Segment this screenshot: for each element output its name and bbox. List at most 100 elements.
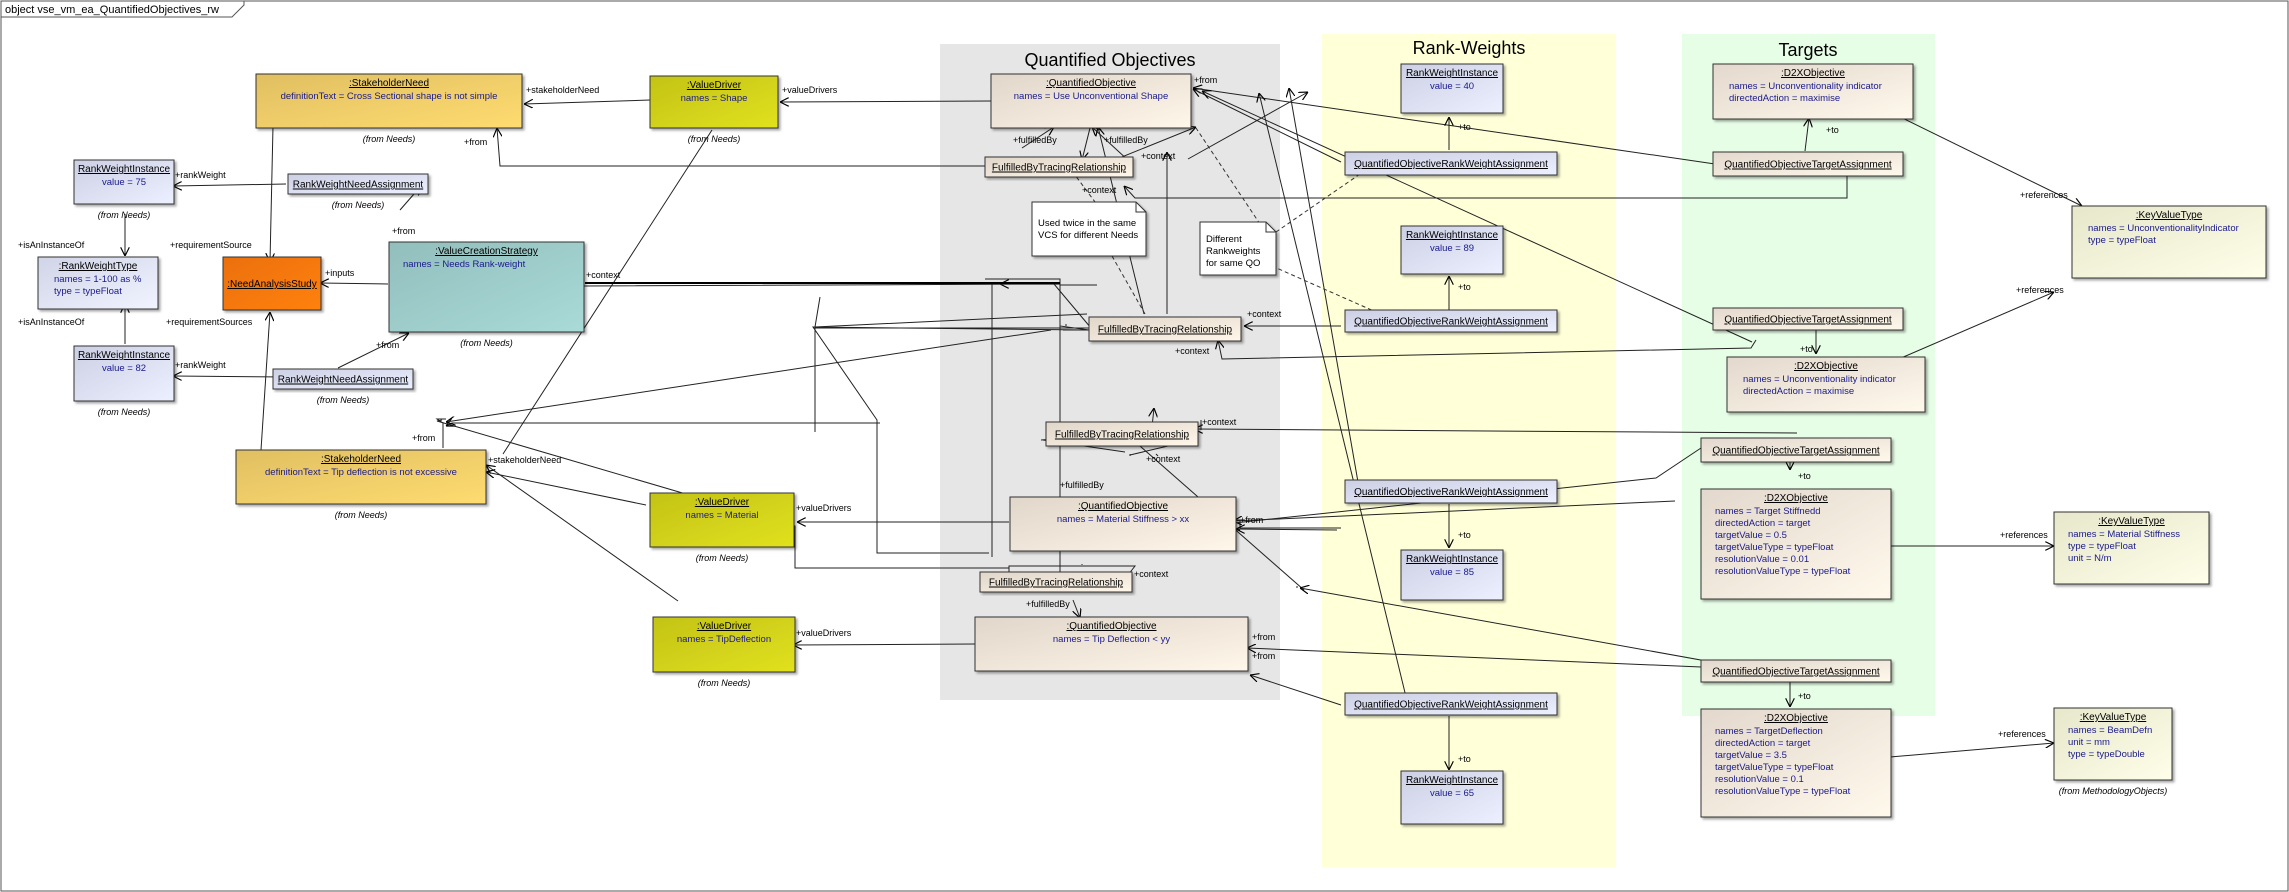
- edge-label: +references: [1998, 729, 2046, 739]
- object-attribute: type = typeFloat: [2068, 541, 2136, 552]
- object-title: QuantifiedObjectiveTargetAssignment: [1712, 667, 1880, 678]
- object-attribute: directedAction = target: [1715, 738, 1811, 749]
- object-node-qorwa3[interactable]: QuantifiedObjectiveRankWeightAssignment: [1344, 479, 1558, 504]
- object-node-ftr3[interactable]: FulfilledByTracingRelationship: [1045, 421, 1199, 447]
- edge-label: +rankWeight: [175, 360, 226, 370]
- object-title: :KeyValueType: [2080, 712, 2147, 723]
- edge-label: +stakeholderNeed: [488, 455, 561, 465]
- object-node-ftr4[interactable]: FulfilledByTracingRelationship: [979, 571, 1133, 593]
- object-title: :RankWeightType: [59, 261, 138, 272]
- object-title: RankWeightInstance: [78, 164, 171, 175]
- object-node-qota1[interactable]: QuantifiedObjectiveTargetAssignment: [1712, 151, 1904, 177]
- note-used-twice-line-1: Used twice in the same: [1038, 218, 1136, 229]
- object-node-qota4[interactable]: QuantifiedObjectiveTargetAssignment: [1700, 659, 1892, 683]
- edge-label: +references: [2016, 285, 2064, 295]
- object-attribute: targetValue = 3.5: [1715, 750, 1787, 761]
- object-attribute: names = UnconventionalityIndicator: [2088, 223, 2239, 234]
- object-title: :ValueCreationStrategy: [435, 246, 538, 257]
- edge-label: +context: [1202, 417, 1237, 427]
- edge-label: +requirementSources: [166, 317, 253, 327]
- edge-label: +from: [412, 433, 435, 443]
- object-title: :D2XObjective: [1781, 68, 1845, 79]
- object-attribute: names = Unconventionality indicator: [1743, 374, 1896, 385]
- object-title: :KeyValueType: [2098, 516, 2165, 527]
- object-package-note: (from Needs): [460, 338, 513, 348]
- object-attribute: names = Target Stiffnedd: [1715, 506, 1821, 517]
- object-attribute: value = 40: [1430, 81, 1474, 92]
- object-title: RankWeightInstance: [1406, 554, 1499, 565]
- object-node-kv1[interactable]: :KeyValueType names = UnconventionalityIn…: [2071, 205, 2267, 279]
- object-node-qota3[interactable]: QuantifiedObjectiveTargetAssignment: [1700, 437, 1892, 463]
- object-title: FulfilledByTracingRelationship: [989, 578, 1124, 589]
- edge-label: +to: [1798, 471, 1811, 481]
- object-attribute: definitionText = Tip deflection is not e…: [265, 467, 457, 478]
- object-node-rwi65[interactable]: RankWeightInstance value = 65: [1400, 770, 1504, 825]
- object-node-qorwa1[interactable]: QuantifiedObjectiveRankWeightAssignment: [1344, 151, 1558, 176]
- object-node-rwi82[interactable]: RankWeightInstance value = 82 (from Needs): [73, 345, 175, 417]
- object-title: RankWeightNeedAssignment: [293, 180, 424, 191]
- edge-label: +fulfilledBy: [1026, 599, 1070, 609]
- object-node-nas[interactable]: :NeedAnalysisStudy: [222, 256, 322, 311]
- edge-label: +rankWeight: [175, 170, 226, 180]
- edge-label: +from: [1252, 651, 1275, 661]
- object-node-qorwa2[interactable]: QuantifiedObjectiveRankWeightAssignment: [1344, 309, 1558, 333]
- object-attribute: resolutionValueType = typeFloat: [1715, 786, 1851, 797]
- edge-label: +context: [1141, 151, 1176, 161]
- region-quantified-objectives-title: Quantified Objectives: [1024, 50, 1195, 70]
- object-attribute: names = Tip Deflection < yy: [1053, 634, 1170, 645]
- edge-label: +fulfilledBy: [1060, 480, 1104, 490]
- object-attribute: type = typeFloat: [54, 286, 122, 297]
- object-attribute: directedAction = maximise: [1743, 386, 1854, 397]
- object-node-ftr2[interactable]: FulfilledByTracingRelationship: [1088, 316, 1242, 342]
- object-title: QuantifiedObjectiveRankWeightAssignment: [1354, 700, 1548, 711]
- edge-label: +to: [1826, 125, 1839, 135]
- object-attribute: value = 82: [102, 363, 146, 374]
- object-title: RankWeightInstance: [78, 350, 171, 361]
- object-node-qota2[interactable]: QuantifiedObjectiveTargetAssignment: [1712, 307, 1904, 331]
- edge-label: +references: [2000, 530, 2048, 540]
- edge-label: +valueDrivers: [782, 85, 838, 95]
- object-attribute: value = 65: [1430, 788, 1474, 799]
- edge-label: +to: [1798, 691, 1811, 701]
- object-title: QuantifiedObjectiveTargetAssignment: [1724, 315, 1892, 326]
- edge-label: +from: [376, 340, 399, 350]
- object-title: RankWeightNeedAssignment: [278, 375, 409, 386]
- object-title: QuantifiedObjectiveRankWeightAssignment: [1354, 487, 1548, 498]
- object-node-qorwa4[interactable]: QuantifiedObjectiveRankWeightAssignment: [1344, 692, 1558, 716]
- object-attribute: type = typeFloat: [2088, 235, 2156, 246]
- note-rw-line-1: Different: [1206, 234, 1242, 245]
- object-title: RankWeightInstance: [1406, 775, 1499, 786]
- edge-label: +to: [1800, 344, 1813, 354]
- object-package-note: (from Needs): [98, 407, 151, 417]
- note-used-twice: Used twice in the same VCS for different…: [1031, 201, 1147, 257]
- object-attribute: resolutionValue = 0.01: [1715, 554, 1809, 565]
- object-node-rwna1[interactable]: RankWeightNeedAssignment(from Needs): [287, 173, 429, 210]
- object-node-ftr1[interactable]: FulfilledByTracingRelationship: [984, 156, 1134, 178]
- object-title: :KeyValueType: [2136, 210, 2203, 221]
- object-title: FulfilledByTracingRelationship: [1055, 430, 1190, 441]
- region-targets-title: Targets: [1778, 40, 1837, 60]
- object-node-rwna2[interactable]: RankWeightNeedAssignment(from Needs): [272, 368, 414, 405]
- edge-label: +valueDrivers: [796, 628, 852, 638]
